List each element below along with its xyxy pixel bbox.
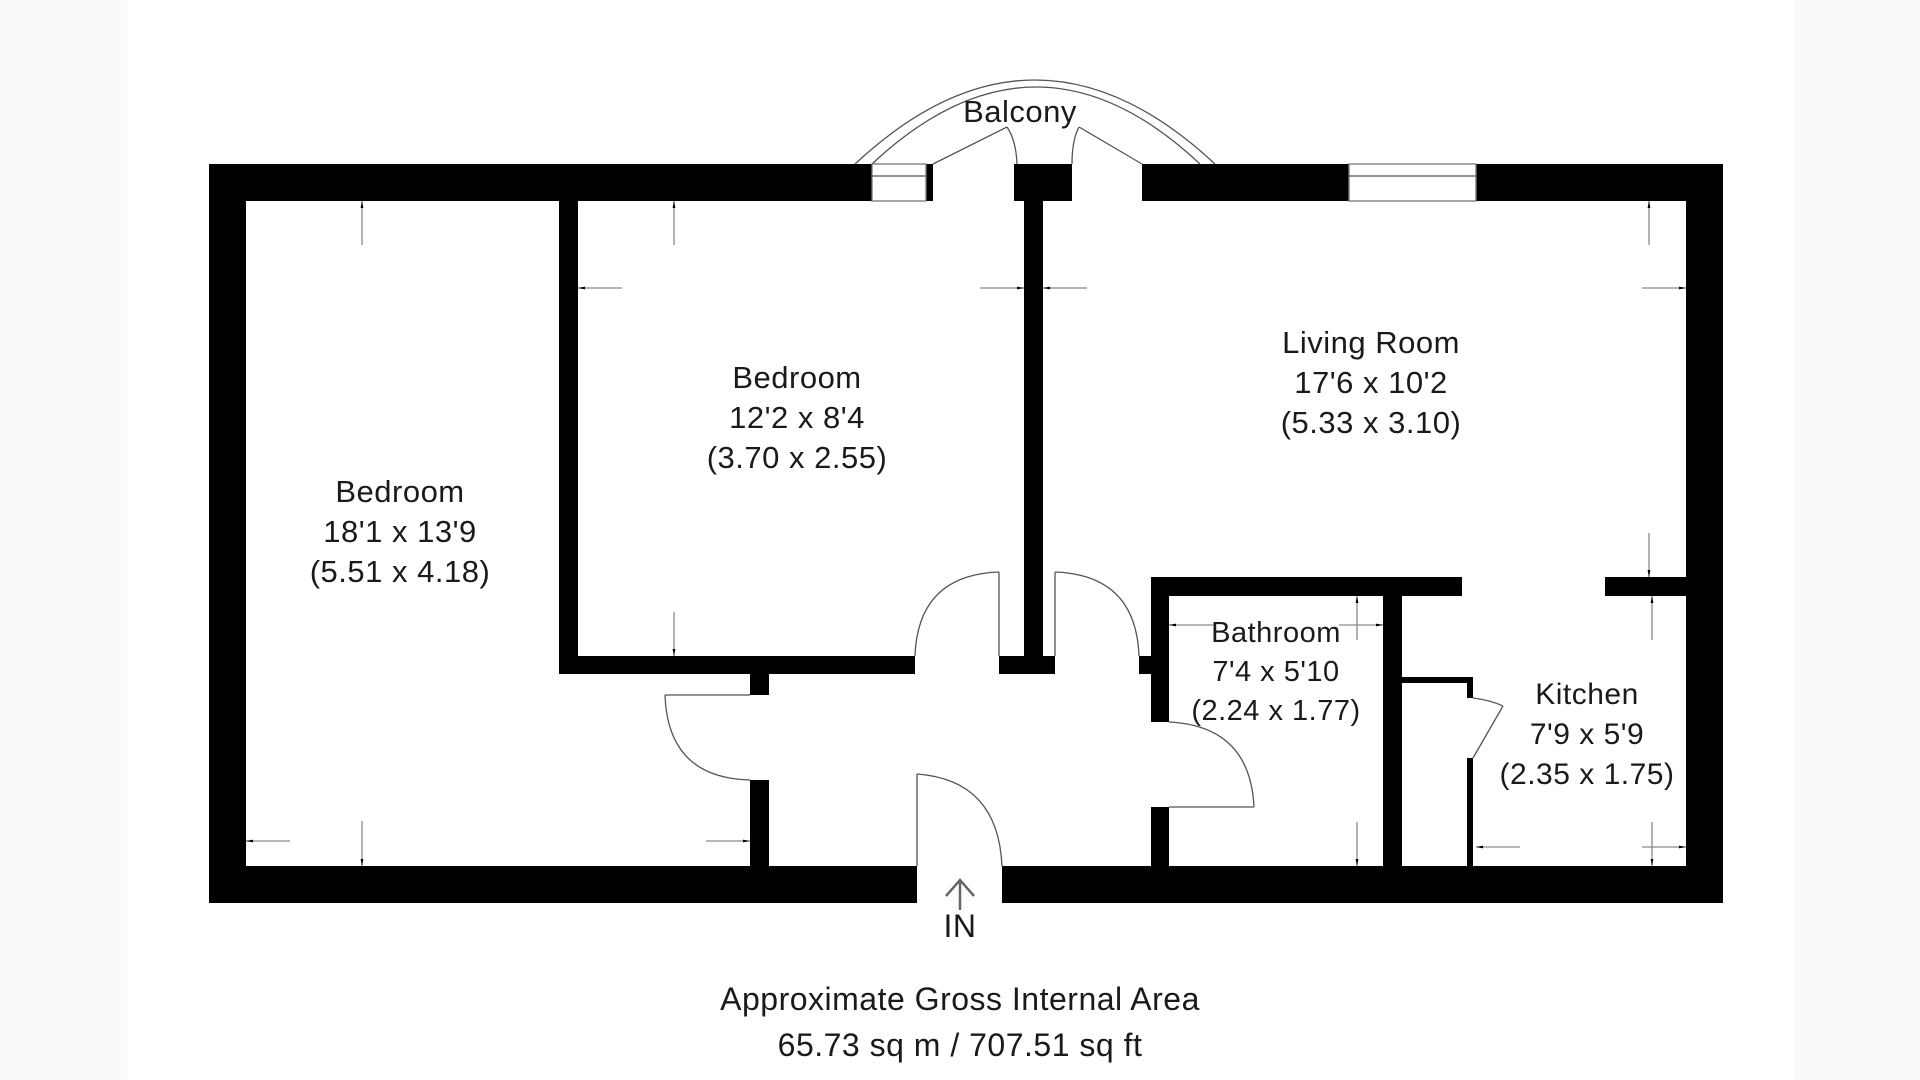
room-label-living-room: Living Room 17'6 x 10'2 (5.33 x 3.10) bbox=[1256, 323, 1486, 443]
door-bathroom bbox=[1168, 721, 1255, 808]
room-dimensions-metric: (2.24 x 1.77) bbox=[1191, 695, 1361, 727]
room-dimensions-imperial: 7'4 x 5'10 bbox=[1212, 656, 1340, 688]
door-bedroom-large bbox=[664, 694, 751, 781]
room-dimensions-imperial: 7'9 x 5'9 bbox=[1529, 718, 1645, 751]
room-name: Kitchen bbox=[1535, 678, 1639, 711]
room-dimensions-imperial: 18'1 x 13'9 bbox=[323, 514, 477, 549]
room-dimensions-metric: (5.51 x 4.18) bbox=[309, 554, 491, 589]
room-dimensions-metric: (3.70 x 2.55) bbox=[706, 440, 888, 475]
gross-area-value: 65.73 sq m / 707.51 sq ft bbox=[777, 1027, 1143, 1063]
right-margin-band bbox=[1794, 0, 1920, 1080]
room-name: Bedroom bbox=[732, 360, 862, 395]
window-bedroom bbox=[871, 163, 927, 202]
room-dimensions-imperial: 12'2 x 8'4 bbox=[729, 400, 865, 435]
room-dimensions-metric: (5.33 x 3.10) bbox=[1280, 405, 1462, 440]
door-entrance bbox=[916, 773, 1003, 867]
room-name: Bathroom bbox=[1211, 617, 1341, 649]
entrance-label: IN bbox=[920, 906, 1000, 946]
balcony-outline bbox=[854, 79, 1216, 165]
room-label-bathroom: Bathroom 7'4 x 5'10 (2.24 x 1.77) bbox=[1170, 614, 1382, 731]
door-bedroom-small bbox=[914, 571, 1000, 657]
room-label-bedroom-small: Bedroom 12'2 x 8'4 (3.70 x 2.55) bbox=[687, 358, 907, 478]
dimension-arrows bbox=[246, 201, 1686, 866]
room-label-bedroom-large: Bedroom 18'1 x 13'9 (5.51 x 4.18) bbox=[290, 472, 510, 592]
window-living-room bbox=[1348, 163, 1477, 202]
door-living-room bbox=[1054, 571, 1140, 657]
gross-area-title: Approximate Gross Internal Area bbox=[720, 981, 1200, 1017]
interior-walls bbox=[559, 201, 1686, 866]
room-dimensions-imperial: 17'6 x 10'2 bbox=[1294, 365, 1448, 400]
room-name: Bedroom bbox=[335, 474, 465, 509]
entrance-label-text: IN bbox=[943, 908, 977, 944]
balcony-label-text: Balcony bbox=[963, 94, 1077, 129]
balcony-door-left bbox=[932, 126, 1018, 165]
gross-area-caption: Approximate Gross Internal Area 65.73 sq… bbox=[560, 976, 1360, 1068]
room-label-kitchen: Kitchen 7'9 x 5'9 (2.35 x 1.75) bbox=[1478, 675, 1696, 795]
room-dimensions-metric: (2.35 x 1.75) bbox=[1499, 758, 1675, 791]
balcony-label: Balcony bbox=[940, 92, 1100, 132]
entrance-arrow-icon bbox=[945, 878, 975, 910]
room-name: Living Room bbox=[1282, 325, 1460, 360]
door-cupboard bbox=[1472, 697, 1504, 759]
outer-walls bbox=[209, 164, 1723, 903]
left-margin-band bbox=[0, 0, 127, 1080]
balcony-door-right bbox=[1071, 126, 1143, 165]
